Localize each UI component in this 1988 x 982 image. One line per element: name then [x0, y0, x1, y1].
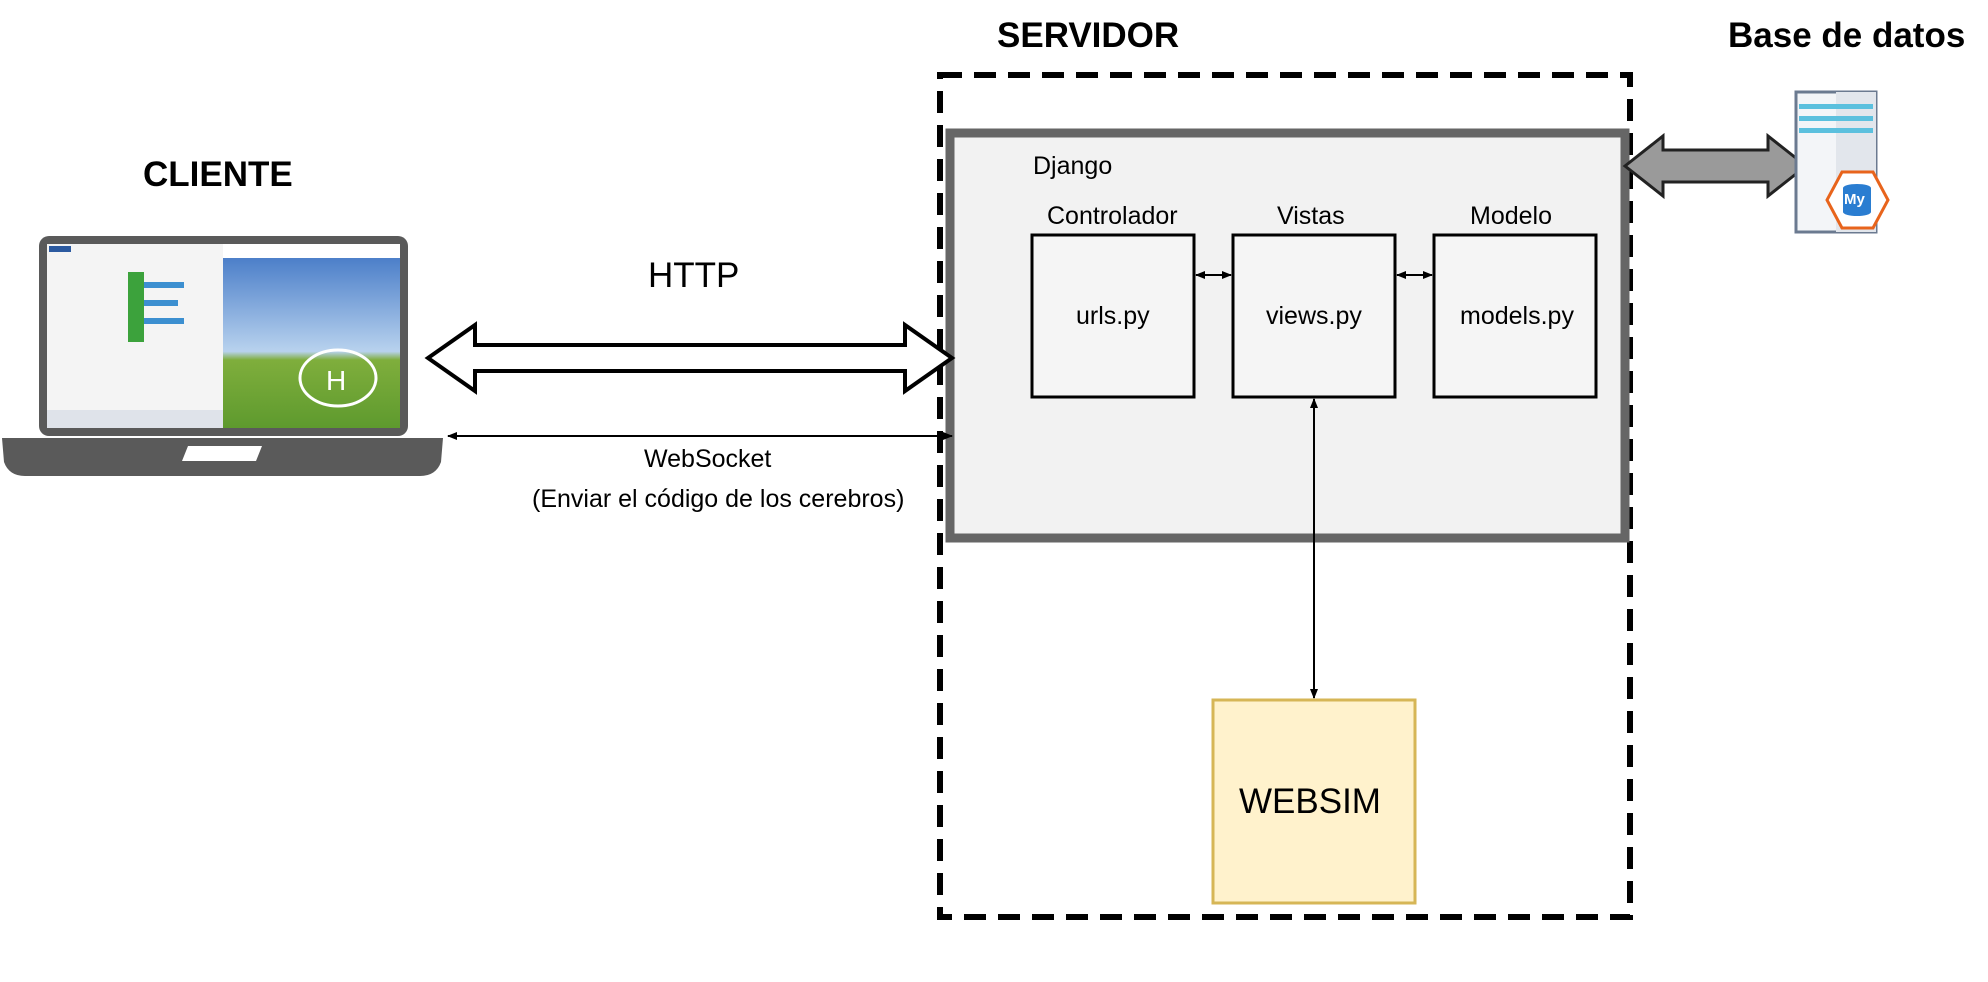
models-label: models.py — [1460, 302, 1574, 330]
cliente-title: CLIENTE — [143, 155, 293, 194]
laptop-icon: H — [2, 236, 443, 476]
urls-label: urls.py — [1076, 302, 1150, 330]
servidor-title: SERVIDOR — [997, 16, 1180, 55]
views-label: views.py — [1266, 302, 1362, 330]
views-box — [1231, 233, 1397, 399]
server-boundary — [937, 72, 1633, 920]
svg-text:H: H — [326, 365, 346, 396]
modelo-label: Modelo — [1470, 202, 1552, 230]
websocket-description: (Enviar el código de los cerebros) — [532, 485, 905, 513]
db-logo-text: My — [1844, 191, 1865, 208]
mysql-database-icon — [1794, 90, 1890, 234]
models-box — [1432, 233, 1598, 399]
websim-box — [1211, 698, 1417, 905]
websocket-label: WebSocket — [644, 445, 772, 473]
http-arrow — [424, 321, 956, 395]
base-de-datos-title: Base de datos — [1728, 16, 1966, 55]
controlador-label: Controlador — [1047, 202, 1178, 230]
websim-label: WEBSIM — [1239, 782, 1381, 821]
http-label: HTTP — [648, 256, 740, 295]
urls-box — [1030, 233, 1196, 399]
database-arrow — [1622, 132, 1809, 200]
vistas-label: Vistas — [1277, 202, 1345, 230]
django-label: Django — [1033, 152, 1113, 180]
